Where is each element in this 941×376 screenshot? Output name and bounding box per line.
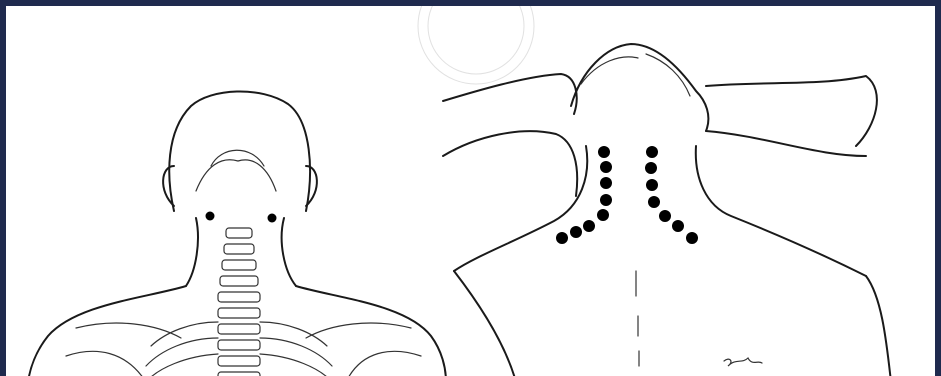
- ribs: [146, 322, 332, 376]
- hands-on-head: [571, 44, 708, 131]
- neck-right: [282, 218, 296, 286]
- shoulder-right: [296, 286, 446, 376]
- pressure-point: [600, 177, 612, 189]
- artist-signature: [724, 358, 762, 366]
- left-panel-back-view: [28, 91, 446, 376]
- head-outline: [169, 91, 310, 211]
- pressure-point: [672, 220, 684, 232]
- watermark-seal: [418, 6, 534, 84]
- pressure-point: [646, 179, 658, 191]
- pressure-point: [600, 194, 612, 206]
- pressure-point: [570, 226, 582, 238]
- pressure-point: [659, 210, 671, 222]
- neck-left: [186, 218, 198, 286]
- pressure-point-right: [268, 214, 277, 223]
- pressure-point: [600, 161, 612, 173]
- cervical-spine: [218, 228, 260, 376]
- pressure-point: [598, 146, 610, 158]
- illustration-canvas: [6, 6, 941, 376]
- right-panel-self-massage: [443, 44, 891, 376]
- pressure-point: [583, 220, 595, 232]
- back-right-contour: [696, 146, 866, 276]
- arm-right: [706, 76, 877, 146]
- pressure-point: [648, 196, 660, 208]
- pressure-point-left: [206, 212, 215, 221]
- pressure-point: [597, 209, 609, 221]
- arm-left: [443, 74, 577, 114]
- pressure-points-right-chain: [645, 146, 698, 244]
- pressure-point: [686, 232, 698, 244]
- pressure-point: [556, 232, 568, 244]
- pressure-point: [645, 162, 657, 174]
- shoulder-left: [28, 286, 186, 376]
- pressure-points-left-chain: [556, 146, 612, 244]
- back-left-contour: [454, 146, 587, 271]
- pressure-point: [646, 146, 658, 158]
